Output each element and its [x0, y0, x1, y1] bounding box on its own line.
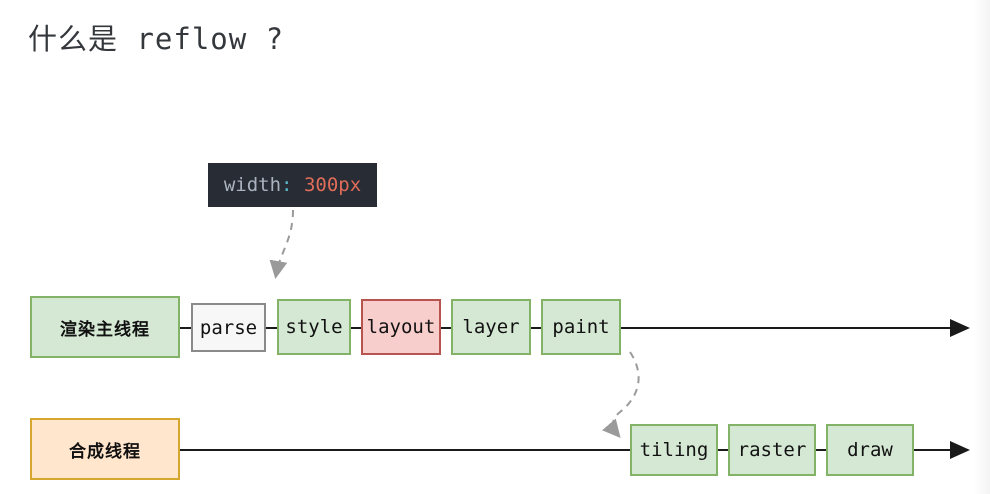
stage-tiling[interactable]: tiling	[630, 424, 718, 476]
lane-label-compositor-thread[interactable]: 合成线程	[30, 418, 180, 480]
compositor-timeline-line	[180, 449, 630, 451]
dashed-arrow-tooltip-to-style	[269, 209, 294, 279]
stage-style[interactable]: style	[277, 299, 351, 355]
connector-parse-style	[266, 327, 277, 329]
dashed-arrow-paint-to-tiling	[602, 351, 640, 439]
stage-layer[interactable]: layer	[451, 299, 531, 355]
main-thread-timeline-line	[621, 327, 966, 329]
stage-raster[interactable]: raster	[728, 424, 816, 476]
connector-raster-draw	[816, 449, 826, 451]
stage-paint[interactable]: paint	[541, 299, 621, 355]
scrollbar-track[interactable]	[974, 0, 990, 494]
compositor-tail-line	[914, 449, 966, 451]
connector-layout-layer	[441, 327, 451, 329]
stage-parse[interactable]: parse	[191, 303, 266, 352]
page-title: 什么是 reflow ?	[28, 22, 285, 56]
lane-label-main-thread[interactable]: 渲染主线程	[30, 296, 180, 358]
connector-tiling-raster	[718, 449, 728, 451]
css-colon-text: :	[281, 174, 293, 196]
connector-mainlabel-parse	[180, 327, 192, 329]
css-property-text: width	[223, 174, 282, 196]
stage-draw[interactable]: draw	[826, 424, 914, 476]
connector-style-layout	[351, 327, 361, 329]
css-value-text: 300px	[292, 174, 362, 196]
css-declaration-tooltip: width: 300px	[208, 163, 377, 207]
connector-layer-paint	[531, 327, 541, 329]
stage-layout[interactable]: layout	[361, 299, 441, 355]
